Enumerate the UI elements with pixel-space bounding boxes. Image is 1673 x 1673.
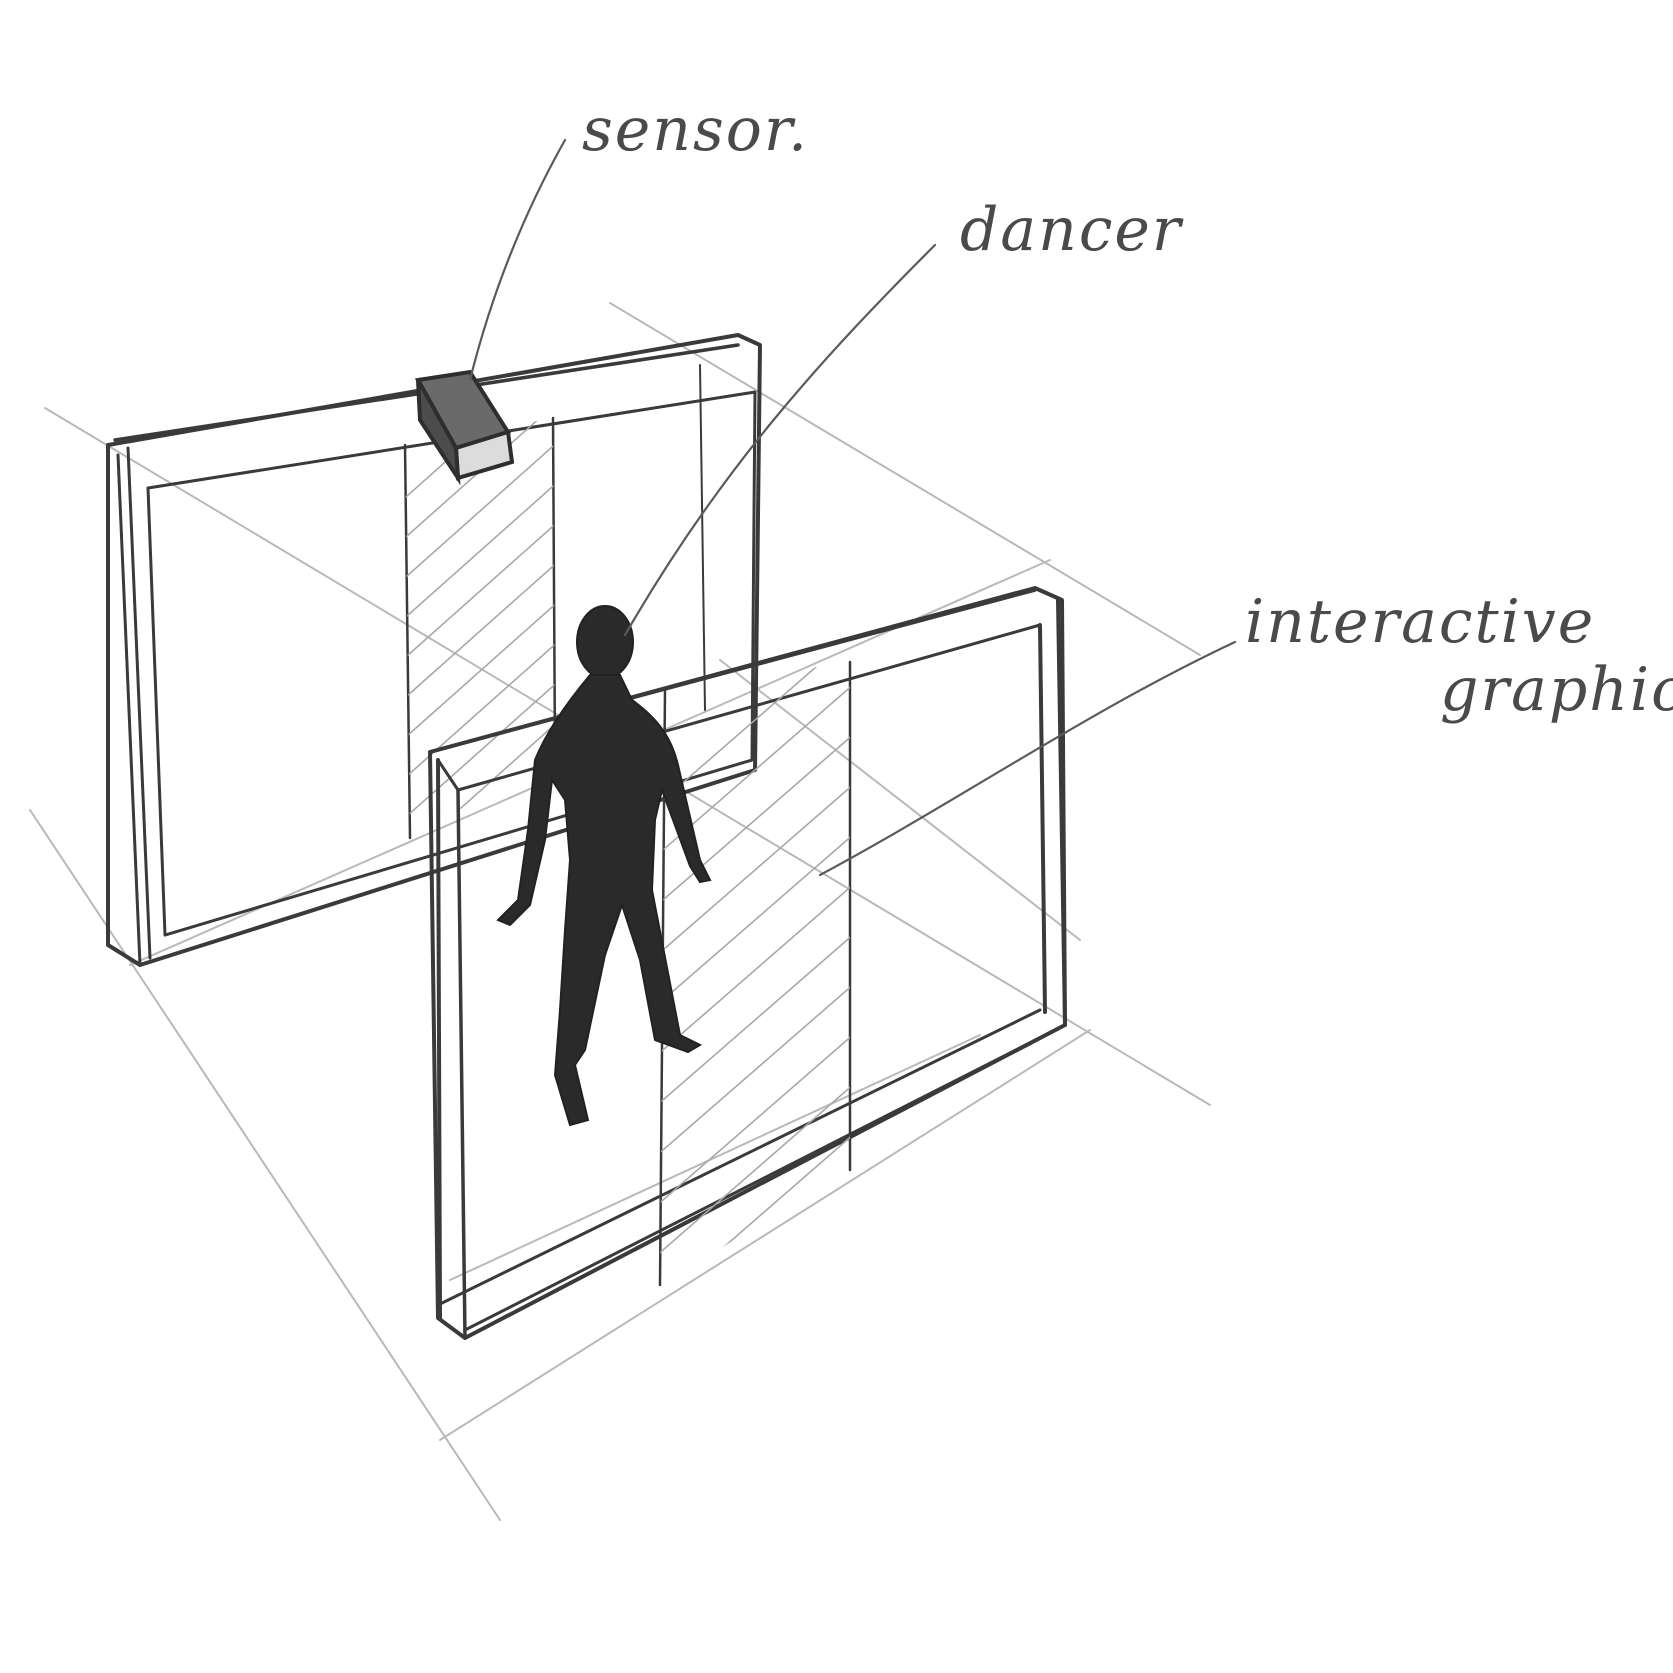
graphic-label: graphic (1440, 655, 1673, 725)
guide-line (450, 1035, 980, 1280)
sensor-device (418, 372, 512, 478)
guide-line (720, 660, 1080, 940)
dancer-label: dancer (960, 195, 1184, 265)
front-screen (430, 588, 1065, 1338)
graphic-leader (820, 642, 1235, 875)
dancer-head (577, 606, 633, 678)
guide-line (440, 1030, 1090, 1440)
guide-line (610, 303, 1200, 655)
sensor-label: sensor. (582, 95, 809, 165)
interactive-label: interactive (1245, 587, 1595, 657)
dancer-leader (625, 245, 935, 635)
dancer-body (498, 675, 710, 1125)
sensor-leader (470, 140, 565, 380)
guide-line (30, 810, 500, 1520)
